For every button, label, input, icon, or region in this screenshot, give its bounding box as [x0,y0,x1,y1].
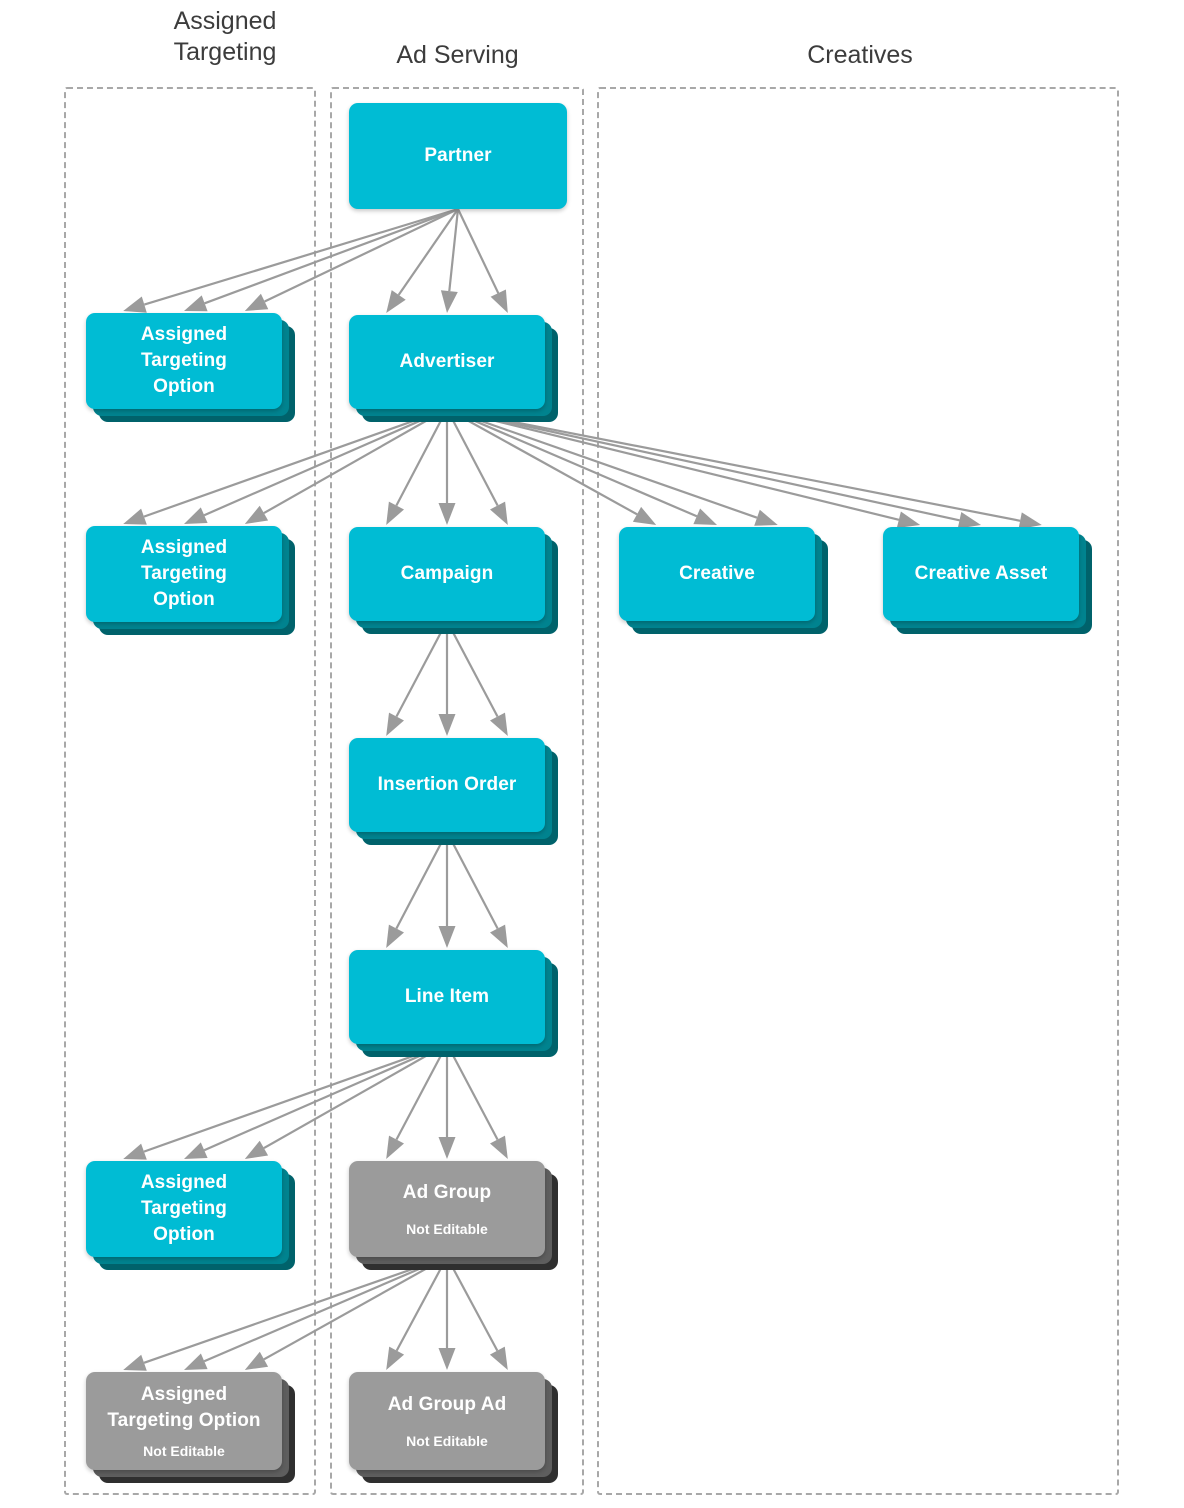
node-creative-face[interactable]: Creative [619,527,815,621]
group-container-creatives [597,87,1119,1495]
node-creative-asset[interactable]: Creative Asset [883,527,1092,634]
node-line-item[interactable]: Line Item [349,950,558,1057]
node-ad-group-not-editable-badge: Not Editable [406,1221,488,1237]
node-assigned-targeting-option-line-item[interactable]: Assigned Targeting Option [86,1161,295,1270]
node-ad-group-ad-face[interactable]: Ad Group Ad Not Editable [349,1372,545,1470]
node-partner-label: Partner [424,145,492,166]
node-assigned-targeting-option-partner-label: Assigned Targeting Option [140,324,228,397]
node-line-item-face[interactable]: Line Item [349,950,545,1044]
node-insertion-order[interactable]: Insertion Order [349,738,558,845]
node-insertion-order-face[interactable]: Insertion Order [349,738,545,832]
node-ad-group-face[interactable]: Ad Group Not Editable [349,1161,545,1257]
node-campaign-label: Campaign [400,563,494,584]
column-title-creatives: Creatives [807,41,913,69]
node-partner[interactable]: Partner [349,103,567,209]
node-assigned-targeting-option-line-item-face[interactable]: Assigned Targeting Option [86,1161,282,1257]
node-assigned-targeting-option-advertiser-face[interactable]: Assigned Targeting Option [86,526,282,622]
node-assigned-targeting-option-ad-group-face[interactable]: Assigned Targeting Option Not Editable [86,1372,282,1470]
node-partner-face[interactable]: Partner [349,103,567,209]
node-assigned-targeting-option-partner-face[interactable]: Assigned Targeting Option [86,313,282,409]
node-ad-group[interactable]: Ad Group Not Editable [349,1161,558,1270]
node-line-item-label: Line Item [404,986,490,1007]
node-ad-group-label: Ad Group [402,1182,492,1203]
node-assigned-targeting-option-ad-group-not-editable-badge: Not Editable [143,1443,225,1459]
node-assigned-targeting-option-partner[interactable]: Assigned Targeting Option [86,313,295,422]
node-assigned-targeting-option-ad-group[interactable]: Assigned Targeting Option Not Editable [86,1372,295,1483]
node-ad-group-ad-not-editable-badge: Not Editable [406,1433,488,1449]
group-container-assigned-targeting [64,87,316,1495]
node-creative[interactable]: Creative [619,527,828,634]
node-assigned-targeting-option-line-item-label: Assigned Targeting Option [140,1172,228,1245]
node-advertiser[interactable]: Advertiser [349,315,558,422]
node-assigned-targeting-option-advertiser[interactable]: Assigned Targeting Option [86,526,295,635]
node-insertion-order-label: Insertion Order [377,774,517,795]
node-campaign-face[interactable]: Campaign [349,527,545,621]
group-container-ad-serving [330,87,584,1495]
node-ad-group-ad[interactable]: Ad Group Ad Not Editable [349,1372,558,1483]
node-advertiser-face[interactable]: Advertiser [349,315,545,409]
column-title-ad-serving: Ad Serving [396,41,519,69]
node-creative-asset-label: Creative Asset [914,563,1048,584]
column-title-assigned-targeting: Assigned Targeting [173,7,277,66]
node-creative-asset-face[interactable]: Creative Asset [883,527,1079,621]
node-assigned-targeting-option-advertiser-label: Assigned Targeting Option [140,537,228,610]
node-campaign[interactable]: Campaign [349,527,558,634]
node-advertiser-label: Advertiser [399,351,495,372]
node-assigned-targeting-option-ad-group-label: Assigned Targeting Option [107,1384,261,1431]
node-creative-label: Creative [679,563,755,584]
node-ad-group-ad-label: Ad Group Ad [387,1394,507,1415]
